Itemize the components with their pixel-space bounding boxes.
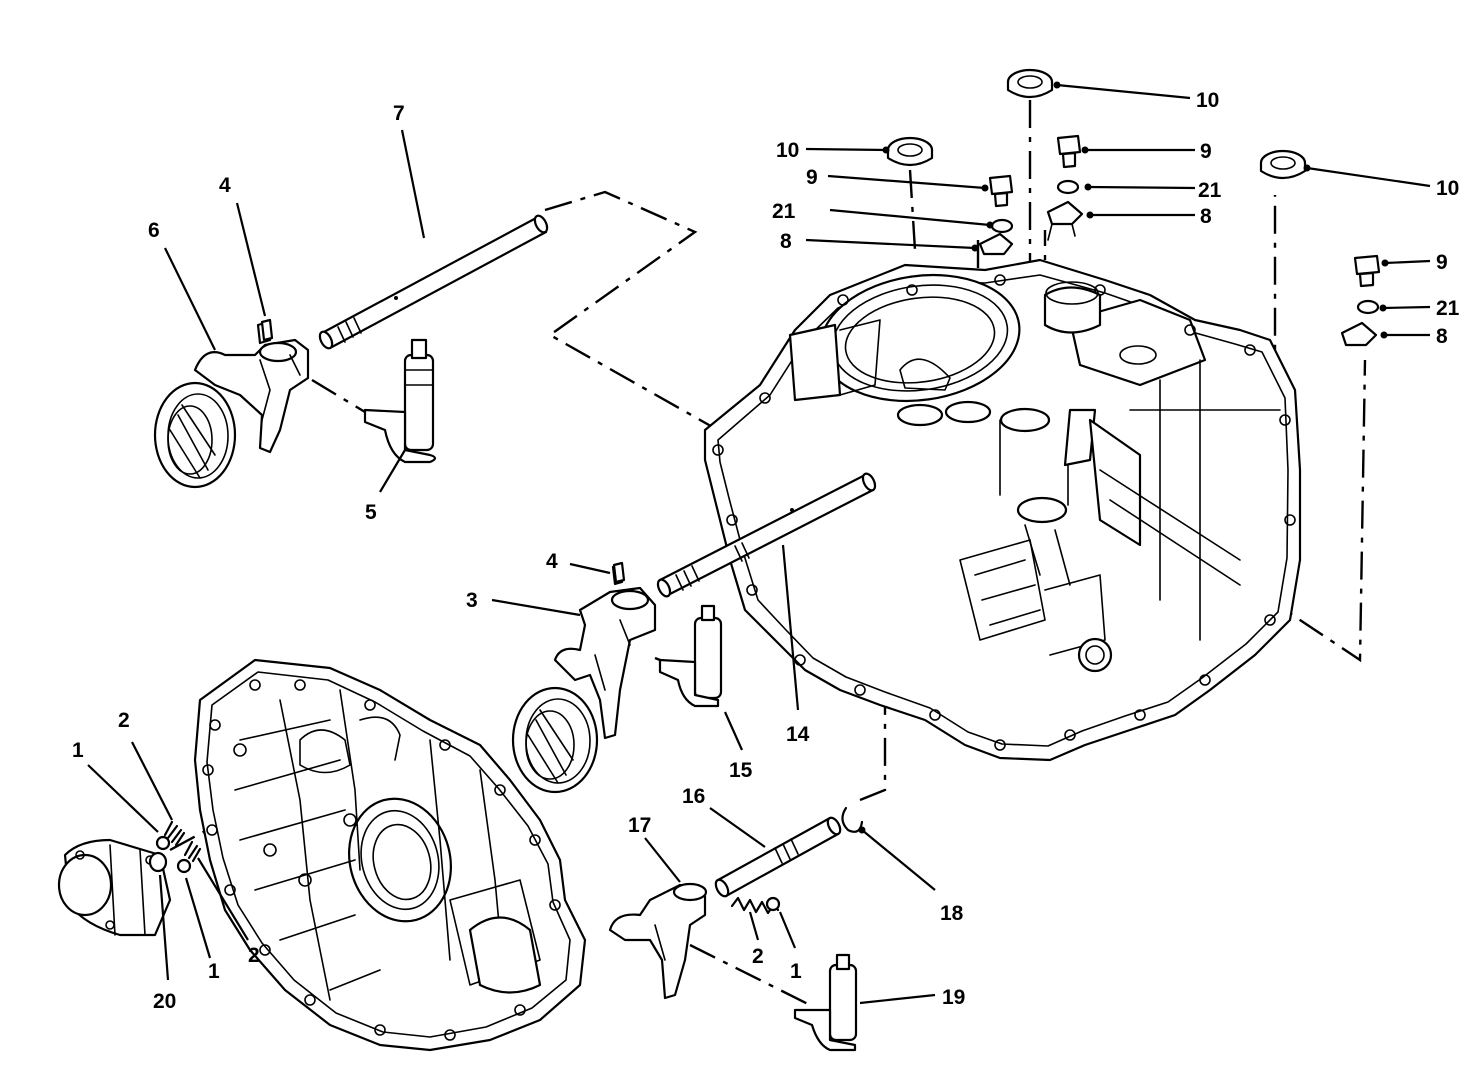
callout-8-a: 8 [780,230,792,253]
plates-8 [978,200,1378,347]
leader-lines [87,81,1431,1005]
callout-18: 18 [940,902,964,925]
shift-lever-5 [363,338,437,464]
callout-10-a: 10 [1196,89,1219,112]
end-cover-plate [193,658,587,1052]
callout-labels: 1 1 1 2 2 2 3 4 4 5 6 7 8 8 8 9 9 9 10 1… [72,89,1460,1013]
callout-5: 5 [365,501,377,524]
bearing-10-right [1259,149,1307,180]
shift-lever-15 [658,604,723,708]
callout-8-c: 8 [1436,325,1448,348]
callout-20: 20 [153,990,176,1013]
callout-4-b: 4 [546,550,558,573]
callout-10-b: 10 [776,139,799,162]
callout-14: 14 [786,723,810,746]
callout-1-c: 1 [790,960,802,983]
callout-2-c: 2 [752,945,764,968]
shift-fork-6 [193,320,310,454]
detent-spring-ball-17 [730,896,781,915]
callout-17: 17 [628,814,651,837]
callout-21-c: 21 [1436,297,1460,320]
bolt-9-b [1056,134,1082,169]
callout-1-a: 1 [72,739,84,762]
callout-9-c: 9 [1436,251,1448,274]
bolt-9-a [988,174,1014,208]
shift-rail-16 [714,816,842,898]
synchro-sleeve-upper [153,381,237,489]
callout-9-b: 9 [1200,140,1212,163]
callout-21-b: 21 [1198,179,1222,202]
bearing-10-left [886,136,934,167]
transaxle-case [703,258,1302,762]
synchro-sleeve-lower [511,686,599,794]
callout-2-b: 2 [248,944,260,967]
shift-rail-7 [318,214,549,350]
callout-19: 19 [942,986,965,1009]
shift-rail-14 [656,472,877,598]
callout-16: 16 [682,785,705,808]
callout-9-a: 9 [806,166,818,189]
callout-4-a: 4 [219,174,231,197]
callout-3: 3 [466,589,478,612]
detent-housing-20 [57,838,172,937]
callout-7: 7 [393,102,405,125]
bearing-10-top [1006,68,1054,99]
roll-pins-4 [260,318,626,584]
callout-1-b: 1 [208,960,220,983]
callout-2-a: 2 [118,709,130,732]
bolt-9-c [1353,254,1381,288]
callout-6: 6 [148,219,160,242]
shift-lever-19 [793,953,858,1052]
callout-15: 15 [729,759,753,782]
shift-fork-17 [608,882,708,1000]
callout-21-a: 21 [772,200,796,223]
detent-springs-balls [155,820,202,874]
callout-8-b: 8 [1200,205,1212,228]
callout-10-c: 10 [1436,177,1459,200]
